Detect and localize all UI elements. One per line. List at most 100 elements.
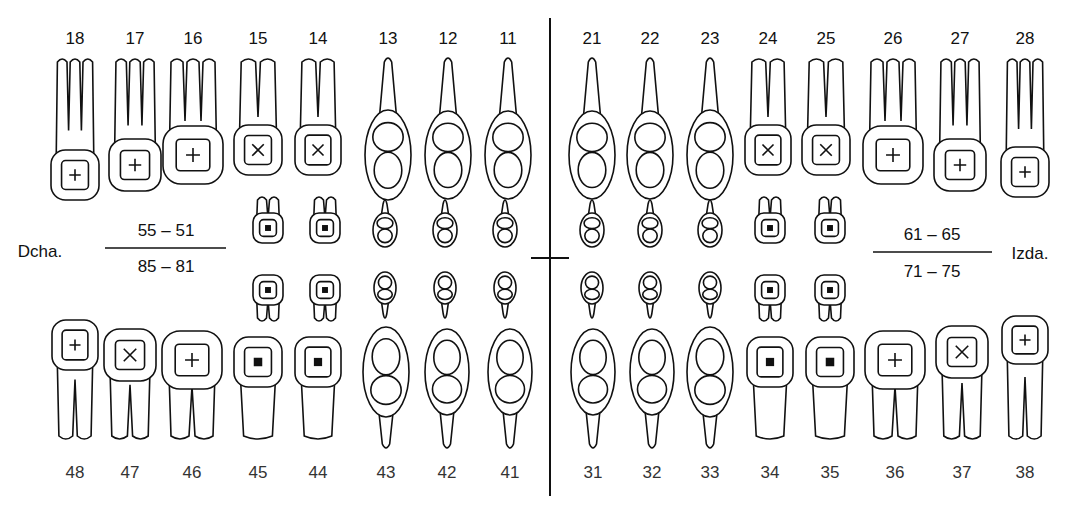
tooth-crown bbox=[865, 331, 925, 389]
tooth-crown bbox=[51, 150, 99, 200]
fissure-mark bbox=[129, 159, 141, 171]
occlusal-surface bbox=[176, 139, 210, 171]
fissure-mark bbox=[252, 144, 264, 156]
tooth-crown bbox=[687, 110, 733, 200]
tooth-crown bbox=[109, 139, 161, 191]
tooth-crown bbox=[52, 320, 98, 370]
tooth-crown bbox=[755, 213, 785, 243]
tooth-crown bbox=[295, 125, 341, 175]
tooth-number: 21 bbox=[583, 30, 602, 47]
tooth-crown bbox=[434, 272, 456, 304]
incisal-edge bbox=[493, 123, 523, 151]
tooth-number: 36 bbox=[886, 464, 905, 481]
fissure-mark bbox=[886, 148, 900, 162]
tooth-crown bbox=[494, 272, 516, 304]
crown-ridge bbox=[434, 152, 462, 187]
tooth-number: 44 bbox=[309, 464, 328, 481]
tooth-root bbox=[168, 343, 216, 439]
tooth-number: 27 bbox=[951, 30, 970, 47]
fissure-mark bbox=[315, 359, 322, 366]
incisal-edge bbox=[695, 376, 725, 405]
incisal-edge bbox=[371, 376, 401, 405]
tooth-crown bbox=[373, 213, 397, 247]
fissure-mark bbox=[768, 226, 772, 230]
occlusal-surface bbox=[1012, 158, 1039, 187]
tooth-crown bbox=[863, 126, 923, 184]
tooth-root bbox=[169, 59, 217, 172]
fissure-mark bbox=[124, 349, 136, 361]
tooth-crown bbox=[295, 337, 341, 387]
tooth-crown bbox=[638, 213, 662, 247]
tooth-number: 28 bbox=[1016, 30, 1035, 47]
incisal-edge bbox=[497, 218, 513, 229]
tooth-number: 32 bbox=[643, 464, 662, 481]
fissure-mark bbox=[1019, 334, 1030, 345]
tooth-crown bbox=[581, 272, 603, 304]
tooth-crown bbox=[747, 337, 793, 387]
crown-ridge bbox=[636, 152, 664, 187]
fissure-mark bbox=[767, 359, 774, 366]
tooth-crown bbox=[162, 331, 222, 389]
incisal-edge bbox=[378, 289, 393, 299]
fissure-mark bbox=[266, 226, 270, 230]
incisal-edge bbox=[703, 289, 718, 299]
occlusal-surface bbox=[878, 344, 912, 376]
crown-ridge bbox=[703, 229, 717, 243]
tooth-crown bbox=[639, 272, 661, 304]
tooth-number: 22 bbox=[641, 30, 660, 47]
tooth-number: 37 bbox=[953, 464, 972, 481]
tooth-number: 17 bbox=[126, 30, 145, 47]
tooth-root bbox=[1007, 326, 1044, 439]
tooth-root bbox=[56, 59, 94, 190]
tooth-crown bbox=[253, 213, 283, 243]
tooth-crown bbox=[1001, 147, 1049, 197]
occlusal-surface bbox=[1012, 326, 1038, 354]
fissure-mark bbox=[956, 346, 968, 358]
crown-ridge bbox=[378, 229, 392, 243]
tooth-crown bbox=[755, 275, 785, 305]
tooth-root bbox=[300, 59, 337, 165]
tooth-root bbox=[811, 347, 849, 439]
crown-ridge bbox=[580, 340, 606, 374]
occlusal-surface bbox=[245, 136, 272, 165]
crown-ridge bbox=[372, 339, 400, 375]
occlusal-surface bbox=[813, 136, 840, 165]
incisal-edge bbox=[577, 123, 607, 151]
incisal-edge bbox=[642, 218, 658, 229]
occlusal-surface bbox=[175, 344, 209, 376]
crown-ridge bbox=[498, 229, 512, 243]
incisal-edge bbox=[432, 375, 461, 403]
tooth-number: 12 bbox=[439, 30, 458, 47]
tooth-root bbox=[239, 347, 277, 439]
fissure-mark bbox=[828, 226, 832, 230]
incisal-edge bbox=[373, 123, 403, 152]
fraction-line bbox=[105, 247, 226, 249]
tooth-number: 13 bbox=[379, 30, 398, 47]
tooth-crown bbox=[425, 329, 469, 415]
crown-ridge bbox=[494, 152, 522, 187]
fissure-mark bbox=[266, 288, 270, 292]
crown-ridge bbox=[374, 152, 402, 188]
tooth-crown bbox=[580, 213, 604, 247]
fissure-mark bbox=[323, 226, 327, 230]
crown-ridge bbox=[585, 276, 598, 289]
tooth-number: 48 bbox=[66, 464, 85, 481]
tooth-number: 35 bbox=[821, 464, 840, 481]
tooth-crown bbox=[1002, 316, 1048, 364]
tooth-crown bbox=[365, 110, 411, 200]
occlusal-surface bbox=[757, 347, 783, 377]
occlusal-surface bbox=[305, 135, 331, 165]
occlusal-surface bbox=[62, 330, 88, 360]
occlusal-surface bbox=[762, 282, 779, 299]
tooth-root bbox=[497, 200, 512, 242]
tooth-crown bbox=[815, 275, 845, 305]
crown-ridge bbox=[578, 152, 606, 187]
crown-ridge bbox=[639, 340, 665, 374]
tooth-number: 33 bbox=[701, 464, 720, 481]
tooth-crown bbox=[934, 139, 986, 191]
tooth-crown bbox=[698, 213, 722, 247]
tooth-crown bbox=[806, 337, 854, 387]
tooth-root bbox=[300, 347, 337, 439]
tooth-root bbox=[585, 277, 599, 318]
